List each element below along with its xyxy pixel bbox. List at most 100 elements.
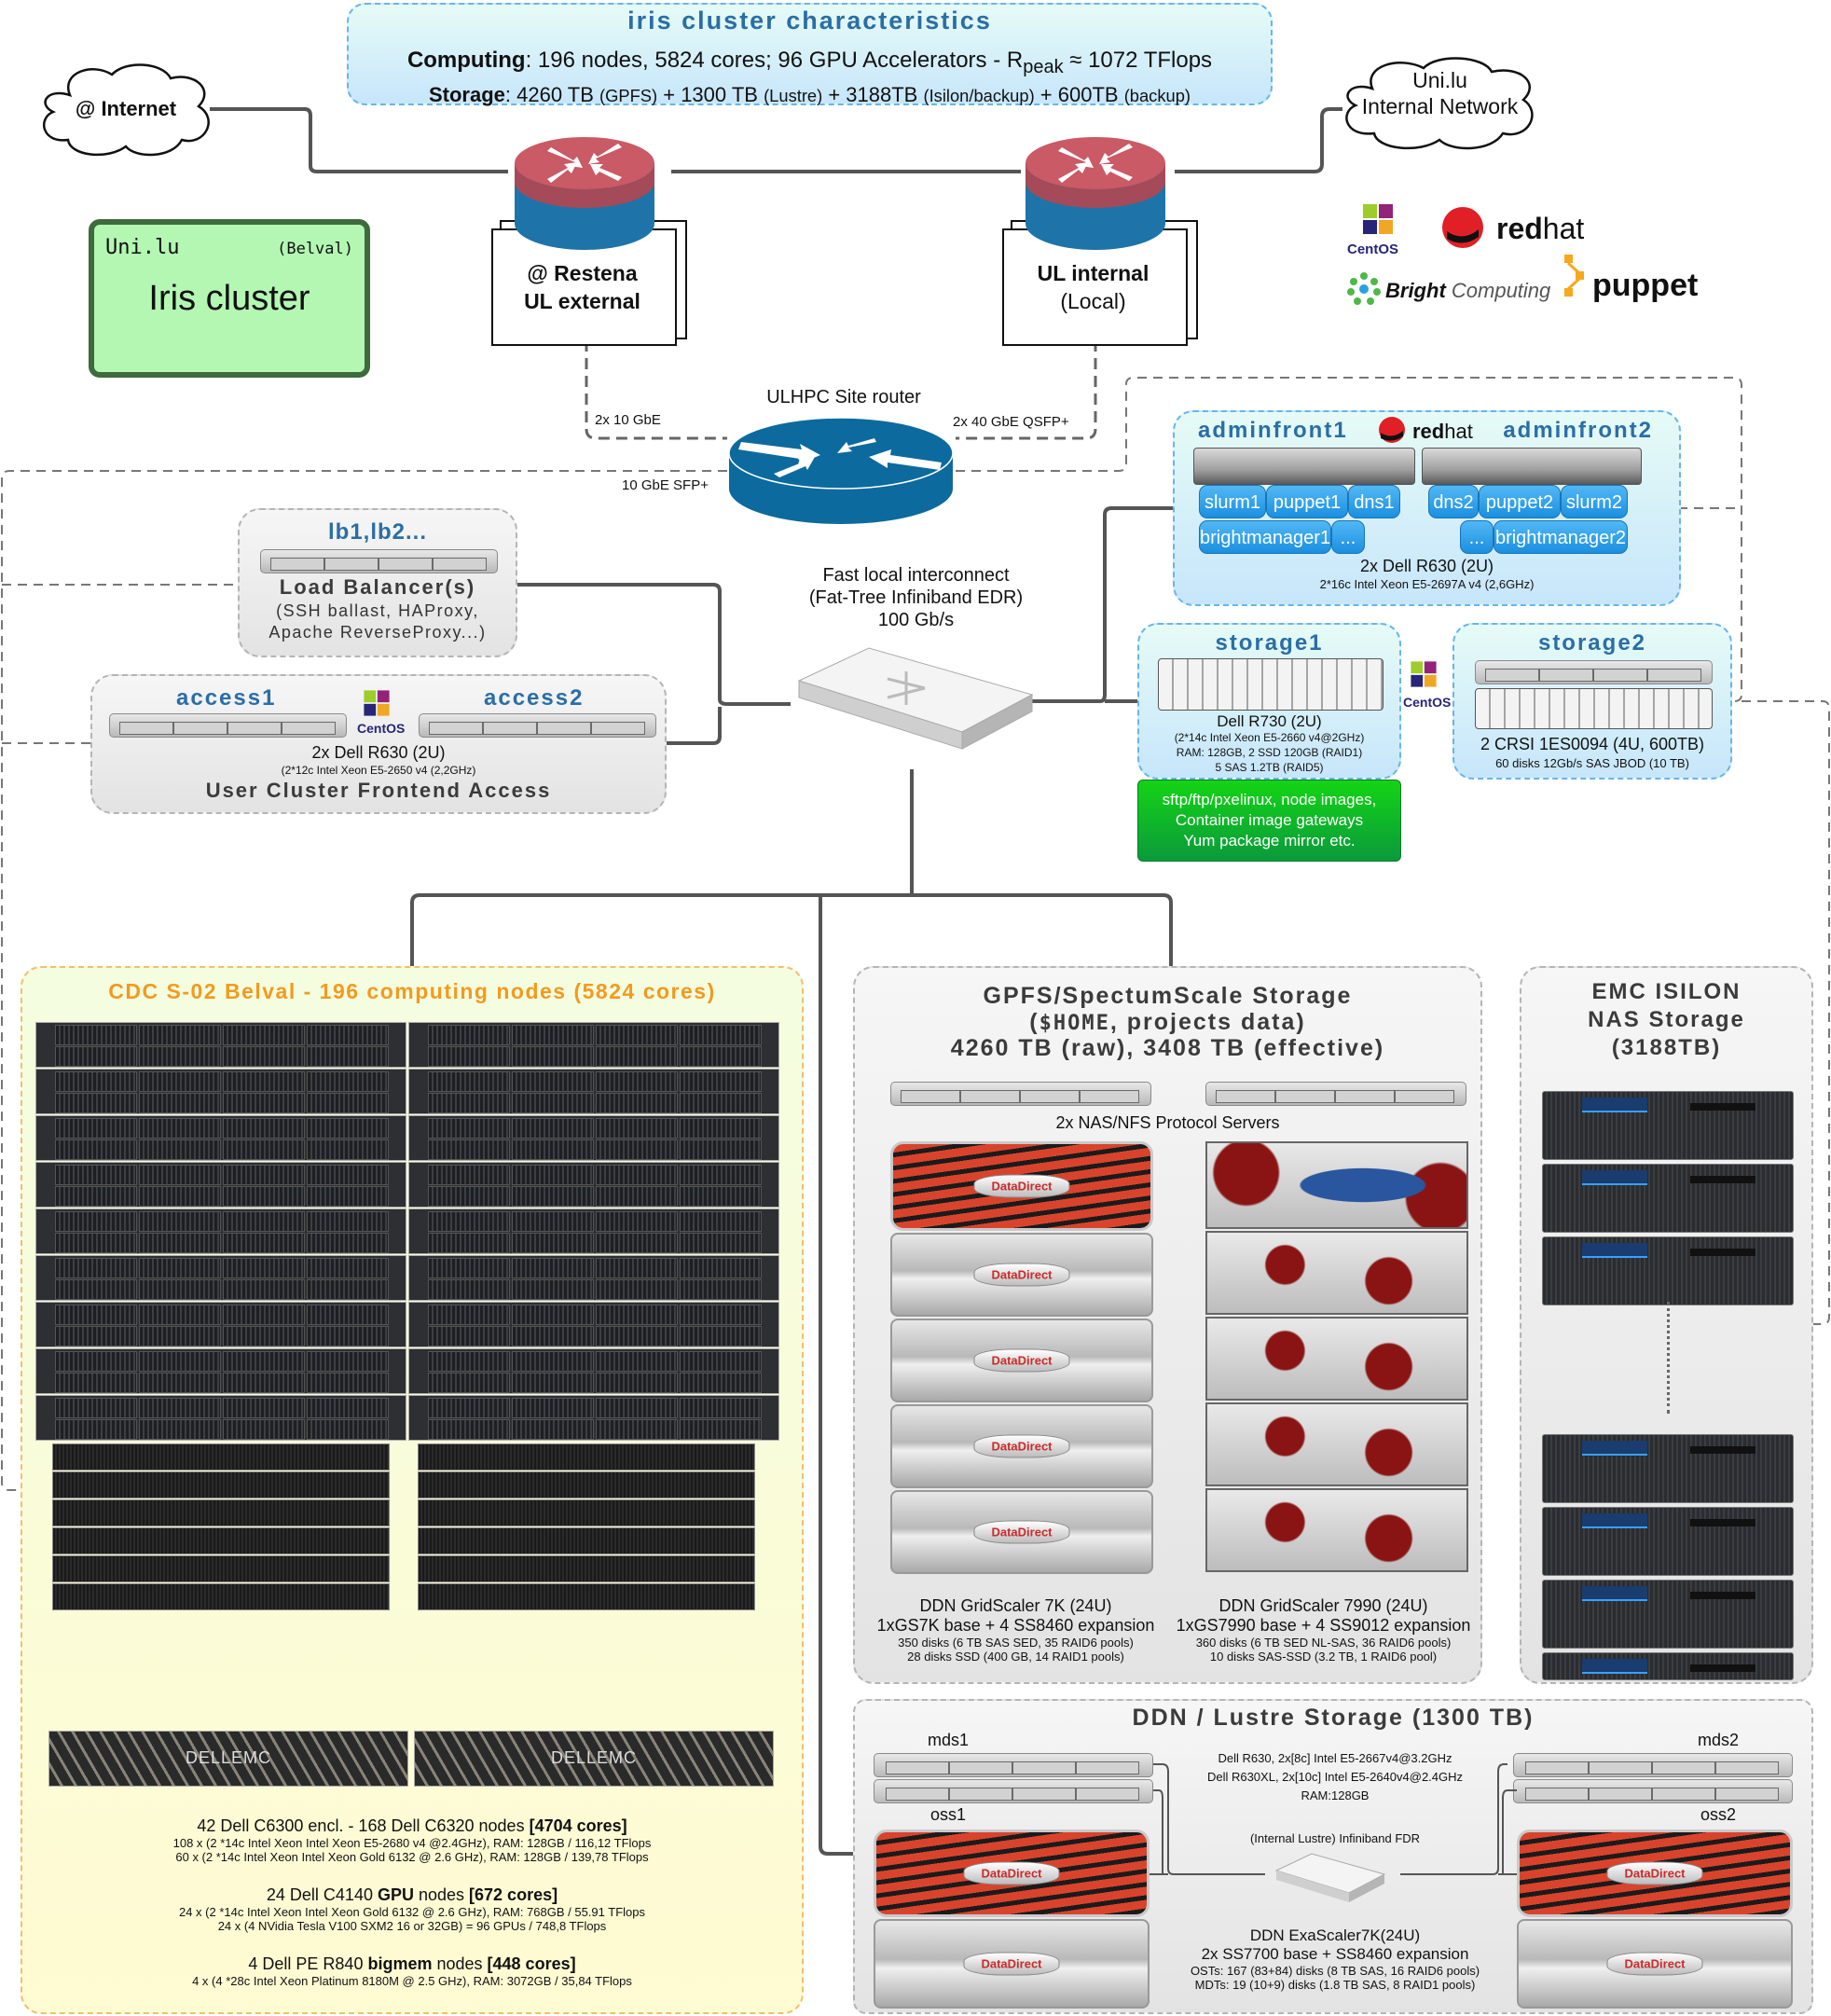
iris-site-box: Uni.lu (Belval) Iris cluster <box>89 219 370 378</box>
exascaler-mdts: MDTs: 19 (10+9) disks (1.8 TB SAS, 8 RAI… <box>1194 1978 1476 1992</box>
storage1-services-3: Yum package mirror etc. <box>1183 832 1356 849</box>
link-mgmt-left <box>1 470 727 1491</box>
isilon-node <box>1542 1580 1794 1649</box>
c6320-node <box>223 1025 305 1045</box>
link-compute <box>410 893 1173 970</box>
c6320-node <box>139 1326 221 1346</box>
c6320-node <box>55 1326 137 1346</box>
c6320-node <box>512 1305 594 1325</box>
storage1-services-1: sftp/ftp/pxelinux, node images, <box>1162 791 1377 808</box>
c6320-node <box>55 1351 137 1372</box>
c6320-node <box>512 1118 594 1139</box>
c6320-node <box>596 1071 678 1092</box>
isilon-ellipsis <box>1667 1302 1670 1414</box>
c6320-node <box>307 1186 389 1207</box>
c6320-node <box>223 1186 305 1207</box>
isilon-label-plate <box>1690 1103 1755 1111</box>
storage2-model: 2 CRSI 1ES0094 (4U, 600TB) <box>1480 735 1705 753</box>
bright-logo-icon <box>1347 272 1381 305</box>
c6320-node <box>680 1046 762 1067</box>
adminfront1-server <box>1193 448 1415 485</box>
storage1-services-box: sftp/ftp/pxelinux, node images, Containe… <box>1137 780 1401 862</box>
internet-cloud: @ Internet <box>33 58 219 160</box>
exascaler-enclosure-1: DataDirect <box>874 1919 1150 2009</box>
isilon-node <box>1542 1236 1794 1305</box>
oss2-server <box>1513 1779 1793 1803</box>
gs7k-config: 1xGS7K base + 4 SS8460 expansion <box>876 1616 1155 1635</box>
access-model: 2x Dell R630 (2U) <box>311 743 446 762</box>
c6320-node <box>428 1398 510 1418</box>
c6320-node <box>596 1279 678 1300</box>
c6320-node <box>680 1186 762 1207</box>
c6320-node <box>512 1211 594 1232</box>
c6300-enclosure <box>408 1022 779 1068</box>
c6320-node <box>307 1139 389 1160</box>
gs7k-controller: DataDirect <box>890 1141 1153 1231</box>
link-internet-to-restena <box>210 107 508 173</box>
gs7990-spec: DDN GridScaler 7990 (24U) 1xGS7990 base … <box>1163 1596 1484 1664</box>
gpfs-title3: 4260 TB (raw), 3408 TB (effective) <box>950 1035 1385 1061</box>
link-restena-to-siterouter <box>585 340 727 440</box>
c6320-node <box>307 1025 389 1045</box>
bright-bold: Bright <box>1385 279 1446 302</box>
c6320-node <box>512 1139 594 1160</box>
lb-nodes: lb1,lb2... <box>327 519 428 545</box>
c6320-node <box>596 1186 678 1207</box>
mds2-server <box>1513 1753 1793 1777</box>
gs7990-disks1: 360 disks (6 TB SED NL-SAS, 36 RAID6 poo… <box>1195 1636 1452 1650</box>
isilon-panel: EMC ISILON NAS Storage (3188TB) <box>1520 966 1813 1684</box>
lustre-title: DDN / Lustre Storage (1300 TB) <box>1132 1705 1535 1731</box>
r840-bigmem-node: DELLEMC <box>414 1731 774 1787</box>
c6300-enclosure <box>35 1069 406 1114</box>
isilon-display <box>1582 1170 1647 1185</box>
c6320-node <box>512 1071 594 1092</box>
c6320-node <box>139 1186 221 1207</box>
c6320-node <box>680 1211 762 1232</box>
redhat-logo-text: redhat <box>1496 212 1584 246</box>
storage1-disks: 5 SAS 1.2TB (RAID5) <box>1215 761 1324 774</box>
c6300-enclosure <box>35 1115 406 1161</box>
c6320-node <box>596 1165 678 1185</box>
gs7990-model: DDN GridScaler 7990 (24U) <box>1218 1596 1428 1615</box>
ddn-brand: DataDirect <box>973 1263 1070 1287</box>
lustre-fabric: (Internal Lustre) Infiniband FDR <box>1249 1831 1421 1845</box>
c6320-node <box>680 1165 762 1185</box>
storage1-model: Dell R730 (2U) <box>1217 712 1322 730</box>
c6320-node <box>139 1351 221 1372</box>
isilon-node <box>1542 1652 1794 1680</box>
c6320-node <box>223 1258 305 1278</box>
redhat-light: hat <box>1444 420 1473 443</box>
c6320-node <box>55 1305 137 1325</box>
group-cores: [672 cores] <box>469 1885 558 1904</box>
storage-centos-text: CentOS <box>1403 695 1452 710</box>
bright-light: Computing <box>1451 279 1551 302</box>
gs7990-disks2: 10 disks SAS-SSD (3.2 TB, 1 RAID6 pool) <box>1209 1650 1438 1664</box>
group-line: 24 x (4 NVidia Tesla V100 SXM2 16 or 32G… <box>217 1919 607 1933</box>
mds1-label: mds1 <box>927 1731 969 1749</box>
isilon-display <box>1582 1441 1647 1456</box>
ss8460-enclosure: DataDirect <box>890 1233 1153 1317</box>
c6320-node <box>680 1373 762 1393</box>
puppet-logo-icon <box>1564 255 1584 297</box>
c6320-node <box>139 1419 221 1440</box>
c6320-node <box>55 1211 137 1232</box>
c6320-node <box>55 1165 137 1185</box>
loadbalancer-panel: lb1,lb2... Load Balancer(s) (SSH ballast… <box>238 508 517 657</box>
link-ulinternal-to-siterouter <box>956 340 1097 440</box>
c4140-node <box>418 1499 755 1526</box>
ddn-brand: DataDirect <box>973 1520 1070 1544</box>
gs7990-config: 1xGS7990 base + 4 SS9012 expansion <box>1176 1616 1471 1635</box>
ss9012-enclosure <box>1205 1402 1468 1486</box>
c6320-node <box>55 1186 137 1207</box>
c6320-node <box>307 1305 389 1325</box>
computing-tail: ≈ 1072 TFlops <box>1063 48 1213 73</box>
c6320-node <box>680 1305 762 1325</box>
gpfs-title2-post: , projects data) <box>1109 1009 1306 1035</box>
lustre-spec1: Dell R630, 2x[8c] Intel E5-2667v4@3.2GHz <box>1218 1751 1452 1765</box>
c4140-node <box>52 1583 390 1610</box>
c6320-node <box>55 1398 137 1418</box>
r840-bigmem-node: DELLEMC <box>48 1731 408 1787</box>
c6320-node <box>428 1139 510 1160</box>
c6320-node <box>512 1025 594 1045</box>
service-puppet2: puppet2 <box>1479 485 1561 518</box>
